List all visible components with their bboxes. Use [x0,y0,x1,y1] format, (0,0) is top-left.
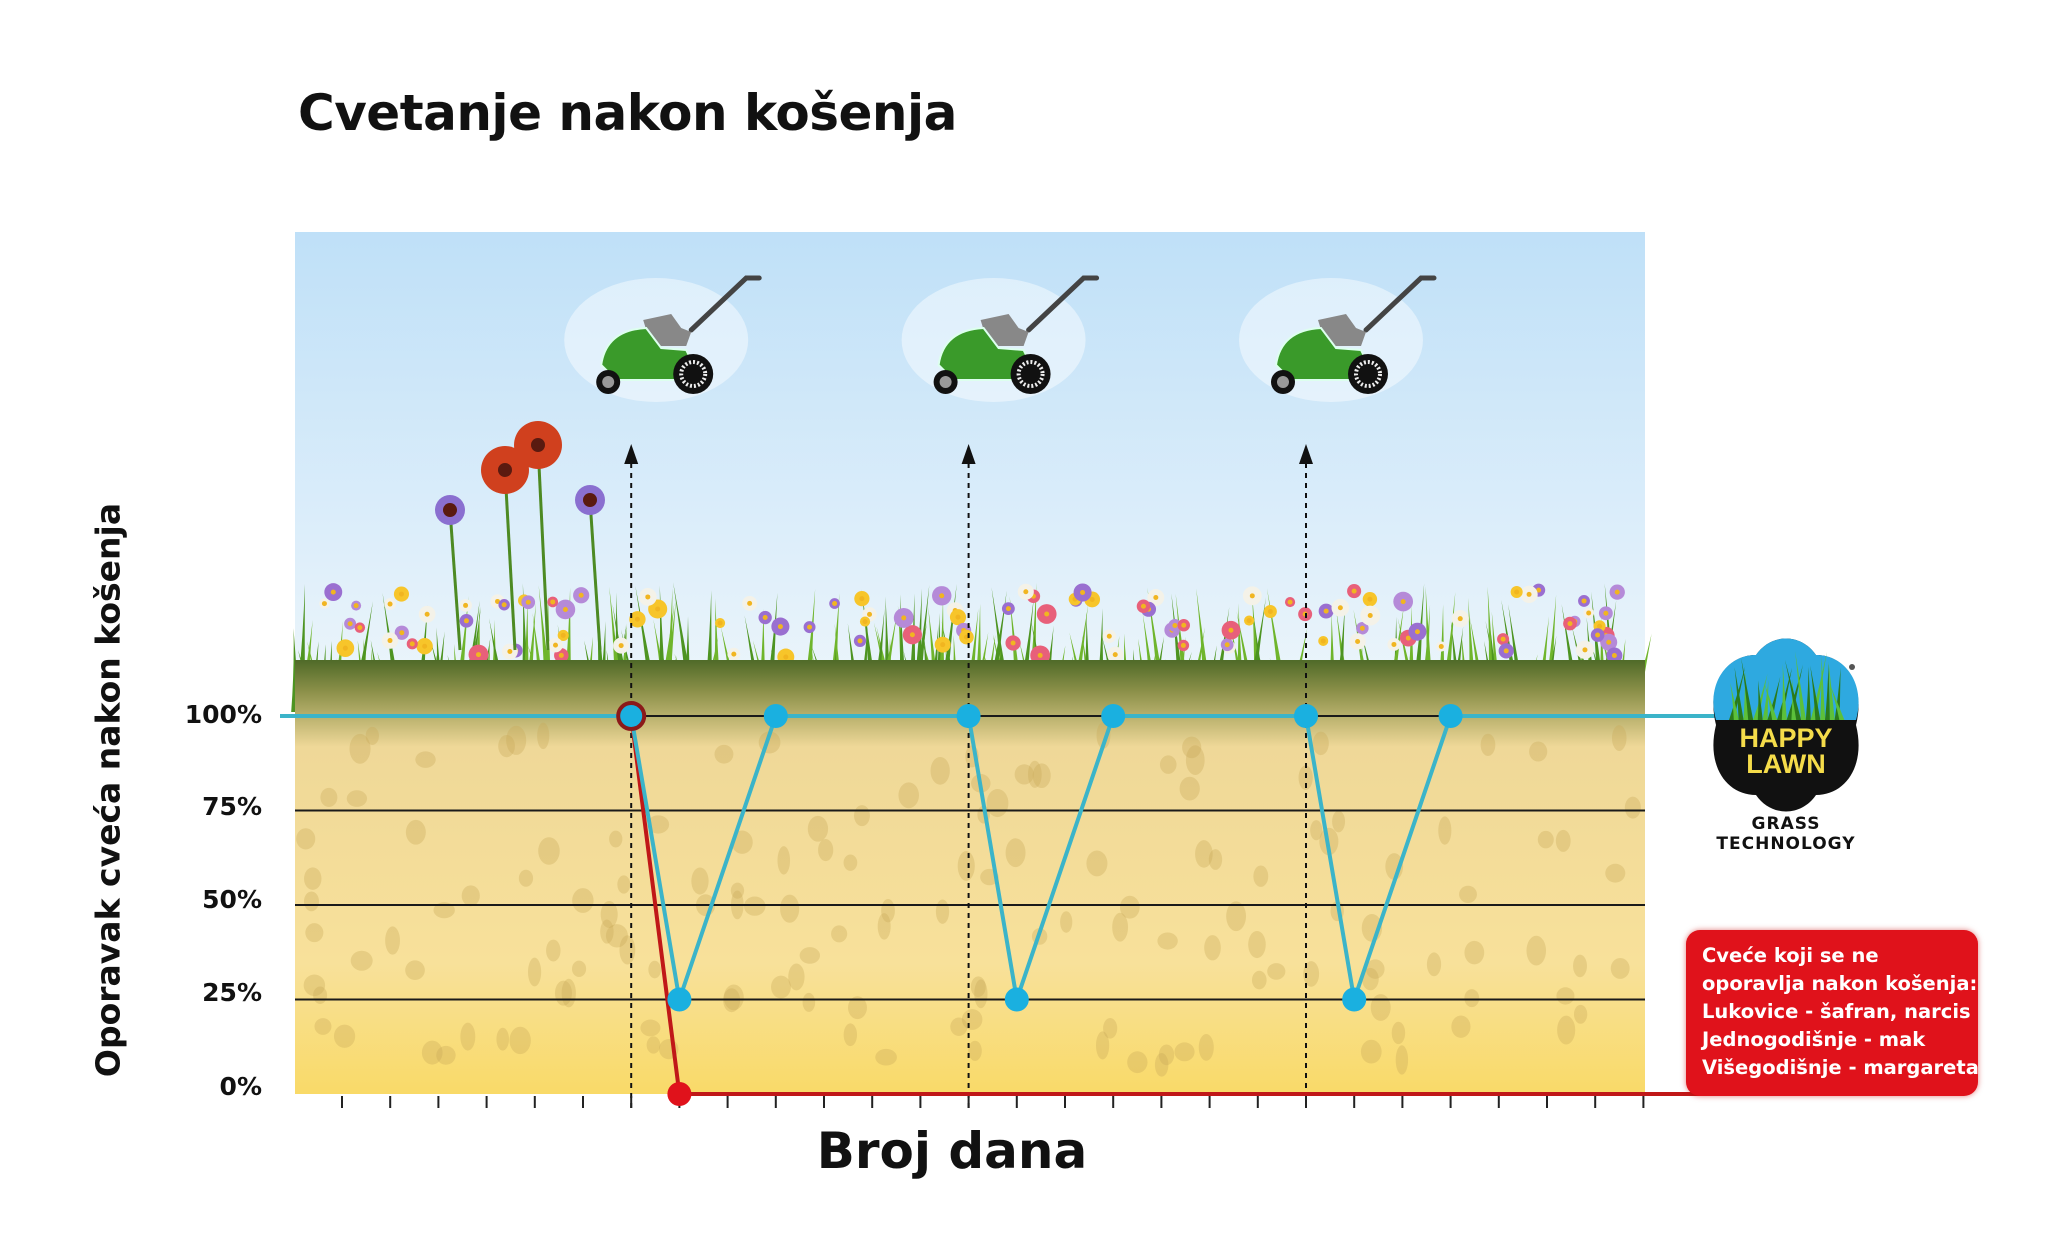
y-tick-label: 75% [202,792,262,821]
x-axis-ticks [341,1096,1645,1108]
logo-text-happy: HAPPY [1739,723,1832,753]
data-point [667,987,692,1012]
x-axis-label: Broj dana [816,1122,1088,1180]
arrow-up-icon [961,444,976,464]
happy-lawn-logo: HAPPY LAWN [1713,638,1859,812]
data-point [616,701,647,731]
arrow-up-icon [1299,444,1313,464]
annotation-line: Jednogodišnje - mak [1702,1028,1926,1051]
data-point [1294,704,1318,728]
series-lines [280,701,1716,1106]
lawn-mower-icon [901,275,1100,402]
chart-title: Cvetanje nakon košenja [298,84,957,142]
data-point [1101,704,1126,728]
data-point [763,704,788,728]
logo-text-lawn: LAWN [1746,749,1825,779]
data-point [1342,987,1367,1012]
data-point [956,704,981,728]
annotation-box: Cveće koji se ne oporavlja nakon košenja… [1686,930,1979,1096]
y-tick-label: 50% [202,885,262,914]
arrow-up-icon [624,444,639,464]
data-point [1004,987,1029,1012]
annotation-line: Višegodišnje - margareta [1702,1056,1979,1079]
y-tick-label: 100% [184,700,262,729]
mowing-events [564,275,1437,1108]
lawn-mower-icon [1239,275,1437,402]
y-tick-label: 0% [219,1072,262,1101]
logo-tagline: GRASS TECHNOLOGY [1716,814,1856,854]
y-tick-label: 25% [202,978,262,1007]
data-point [667,1082,692,1106]
annotation-line: Cveće koji se ne [1702,944,1879,967]
y-axis-label: Oporavak cveća nakon košenja [88,502,128,1078]
lawn-mower-icon [564,275,762,402]
annotation-line: oporavlja nakon košenja: [1702,972,1978,995]
annotation-line: Lukovice - šafran, narcis [1702,1000,1971,1023]
data-point [1438,704,1463,728]
